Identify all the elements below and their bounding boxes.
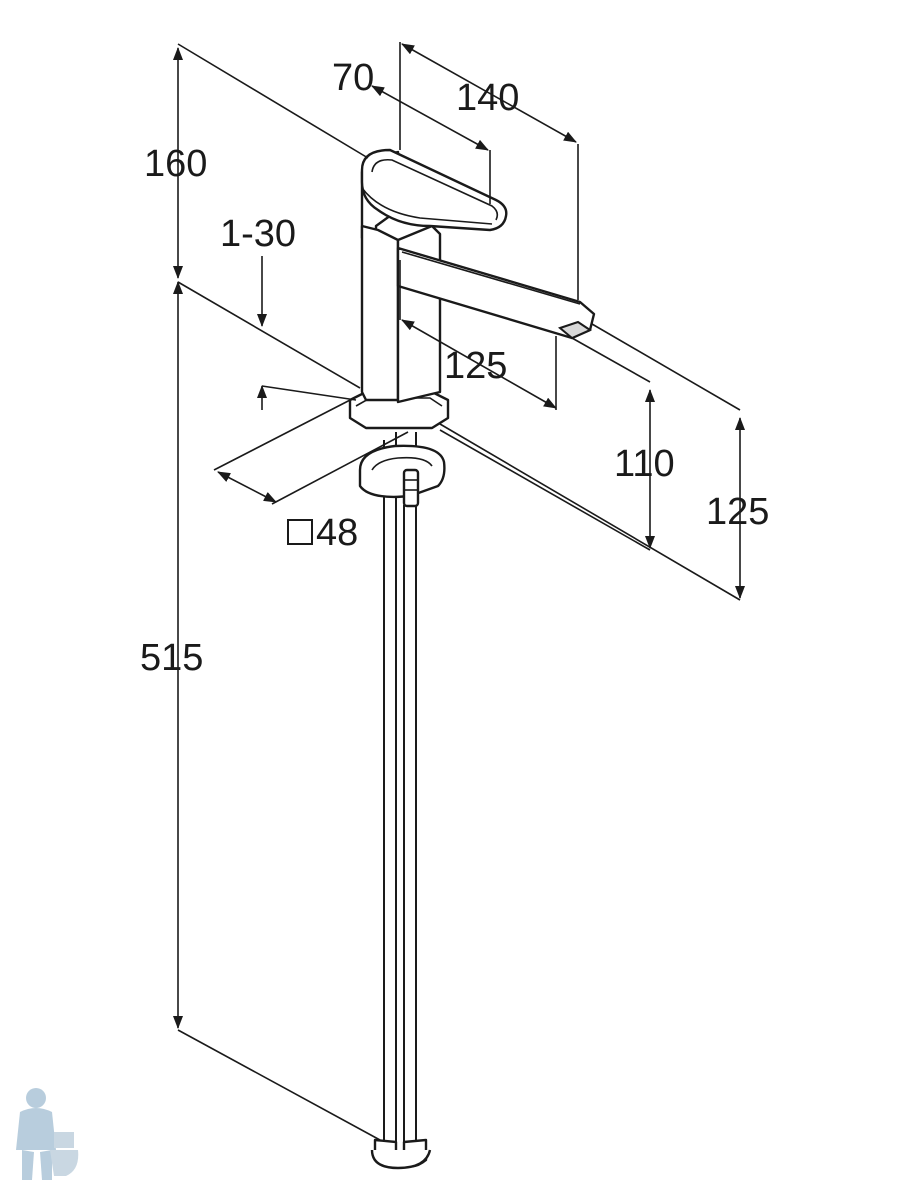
extension-line: [177, 281, 361, 389]
label-125-height: 125: [706, 491, 769, 533]
extension-line: [177, 1029, 381, 1141]
square-outline-icon: [287, 519, 313, 545]
label-70: 70: [332, 57, 374, 99]
extension-line: [213, 397, 355, 471]
extension-line: [591, 323, 741, 411]
deck-extension-line: [439, 423, 741, 601]
label-48: 48: [316, 512, 358, 554]
label-1-30: 1-30: [220, 213, 296, 255]
faucet-drawing: [348, 148, 596, 1170]
dim-140-line: [401, 43, 577, 143]
dimension-labels: 160 70 140 1-30 125 110 125 48 515: [140, 57, 769, 679]
plumber-mascot-icon: [16, 1088, 79, 1180]
dim-125-reach-line: [401, 319, 557, 409]
extension-line: [271, 431, 409, 505]
extension-line: [571, 337, 651, 383]
deck-extension-line-2: [439, 429, 651, 551]
supply-hoses: [370, 440, 432, 1170]
label-125-reach: 125: [444, 345, 507, 387]
dimension-lines: [173, 42, 745, 1141]
mounting-assembly: [358, 432, 446, 508]
label-140: 140: [456, 77, 519, 119]
label-110: 110: [614, 443, 675, 485]
extension-line: [261, 385, 357, 401]
extension-line: [177, 43, 369, 159]
label-515: 515: [140, 637, 203, 679]
label-160: 160: [144, 143, 207, 185]
dim-48-line: [217, 471, 277, 503]
